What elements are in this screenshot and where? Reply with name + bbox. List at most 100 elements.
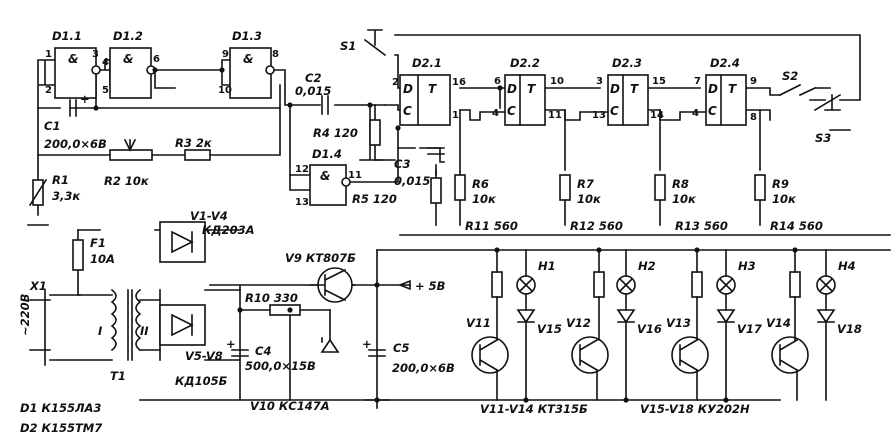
label-v10: V10 КС147А — [250, 399, 330, 413]
plus: + — [226, 337, 236, 351]
pin: 13 — [592, 110, 606, 121]
resistor-r6 — [454, 174, 466, 201]
resistor-r4 — [369, 119, 381, 146]
pin: 15 — [652, 76, 666, 87]
bridge-v1-v4 — [159, 221, 206, 263]
resistor-r7 — [559, 174, 571, 201]
pin: 12 — [295, 164, 309, 175]
label-c1: C1 — [44, 119, 60, 133]
resistor-r8 — [654, 174, 666, 201]
capacitor-c3: C3 0,015 — [394, 147, 445, 188]
label-d2-3: D2.3 — [612, 56, 642, 70]
label-v1-v4: V1-V4 — [190, 209, 228, 223]
pin: 8 — [272, 49, 279, 60]
pin: 13 — [295, 197, 309, 208]
legend-d1: D1 К155ЛА3 — [20, 401, 101, 415]
flipflop-d2-3: D C T D2.3 3 13 15 14 — [592, 56, 666, 126]
flipflop-d2-2: D C T D2.2 6 4 10 11 — [492, 56, 564, 126]
label-d1-3: D1.3 — [232, 29, 262, 43]
pin: 5 — [102, 85, 109, 96]
ff-d: D — [708, 82, 718, 96]
ff-d: D — [507, 82, 517, 96]
ff-t: T — [728, 82, 737, 96]
label-mains: ~220B — [18, 293, 32, 336]
capacitor-c4: + C4 500,0×15B — [226, 337, 316, 373]
label-d2-4: D2.4 — [710, 56, 740, 70]
label-r6: R6 — [472, 177, 489, 191]
label-v11: V11 — [466, 316, 491, 330]
load-stages: V11 V12 V13 V14 H1 H2 H3 H4 V15 V16 V17 … — [466, 249, 862, 416]
ff-c: C — [610, 104, 619, 118]
label-c3: C3 — [394, 157, 410, 171]
ground-symbols — [27, 159, 396, 226]
label-v12: V12 — [566, 316, 591, 330]
label-v9: V9 КТ807Б — [285, 251, 356, 265]
zener-v10 — [320, 337, 340, 353]
switch-s1 — [363, 29, 387, 57]
fuse-f1 — [72, 239, 84, 271]
gate-d1-3: & D1.3 9 10 8 — [218, 29, 279, 99]
gate-symbol: & — [320, 169, 330, 183]
ff-t: T — [630, 82, 639, 96]
label-d2-2: D2.2 — [510, 56, 540, 70]
label-s3: S3 — [815, 131, 831, 145]
legend: D1 К155ЛА3 D2 К155ТМ7 — [20, 401, 102, 435]
switch-s3 — [813, 93, 842, 112]
value-r7: 10к — [577, 192, 602, 206]
label-r2: R2 10к — [104, 174, 150, 188]
value-r6: 10к — [472, 192, 497, 206]
switches: S1 S2 S3 — [340, 29, 842, 145]
pin: 4 — [492, 108, 499, 119]
label-t1: T1 — [110, 369, 126, 383]
plus: + — [80, 92, 90, 106]
label-transistors: V11-V14 КТ315Б — [480, 402, 588, 416]
ff-c: C — [403, 104, 412, 118]
value-c4: 500,0×15B — [245, 359, 316, 373]
pin: 4 — [102, 57, 109, 68]
label-s1: S1 — [340, 39, 356, 53]
pin: 16 — [452, 77, 466, 88]
gate-d1-1: & D1.1 1 2 3 — [45, 29, 101, 99]
label-r5: R5 120 — [352, 192, 397, 206]
plus: + — [362, 337, 372, 351]
label-v15: V15 — [537, 322, 562, 336]
pin: 6 — [494, 76, 501, 87]
resistor-r5 — [430, 177, 442, 204]
junctions — [93, 67, 798, 403]
plug-x1 — [29, 289, 51, 366]
gate-d1-2: & D1.2 4 5 6 — [102, 29, 160, 99]
power-supply: F1 10А X1 ~220B I II T1 V1-V4 КД203А V5-… — [18, 159, 446, 413]
gate-d1-4: & D1.4 12 13 11 — [295, 147, 362, 208]
label-v16: V16 — [637, 322, 662, 336]
switch-s2 — [778, 83, 802, 97]
resistor-r2 — [109, 149, 153, 161]
ff-c: C — [708, 104, 717, 118]
ff-c: C — [507, 104, 516, 118]
value-c5: 200,0×6B — [392, 361, 455, 375]
label-s2: S2 — [782, 69, 798, 83]
capacitor-c5: + C5 200,0×6B — [362, 337, 455, 375]
label-r14: R14 560 — [770, 219, 823, 233]
label-r8: R8 — [672, 177, 689, 191]
transistor-v14 — [771, 336, 809, 374]
label-d1-1: D1.1 — [52, 29, 82, 43]
pin: 4 — [692, 108, 699, 119]
label-d2-1: D2.1 — [412, 56, 442, 70]
pin: 2 — [392, 77, 399, 88]
gate-symbol: & — [123, 52, 133, 66]
pin: 10 — [218, 85, 232, 96]
label-thyristors: V15-V18 КУ202Н — [640, 402, 750, 416]
label-r3: R3 2к — [175, 136, 213, 150]
capacitor-c2: C2 0,015 — [295, 71, 331, 115]
label-r12: R12 560 — [570, 219, 623, 233]
resistor-r3 — [184, 149, 211, 161]
resistor-r10 — [269, 304, 301, 316]
label-r10: R10 330 — [245, 291, 298, 305]
label-plus5v: + 5B — [415, 279, 446, 293]
label-r13: R13 560 — [675, 219, 728, 233]
capacitor-c1: + C1 200,0×6B — [44, 92, 107, 151]
gate-symbol: & — [68, 52, 78, 66]
label-d1-4: D1.4 — [312, 147, 342, 161]
transistor-v11 — [471, 336, 509, 374]
